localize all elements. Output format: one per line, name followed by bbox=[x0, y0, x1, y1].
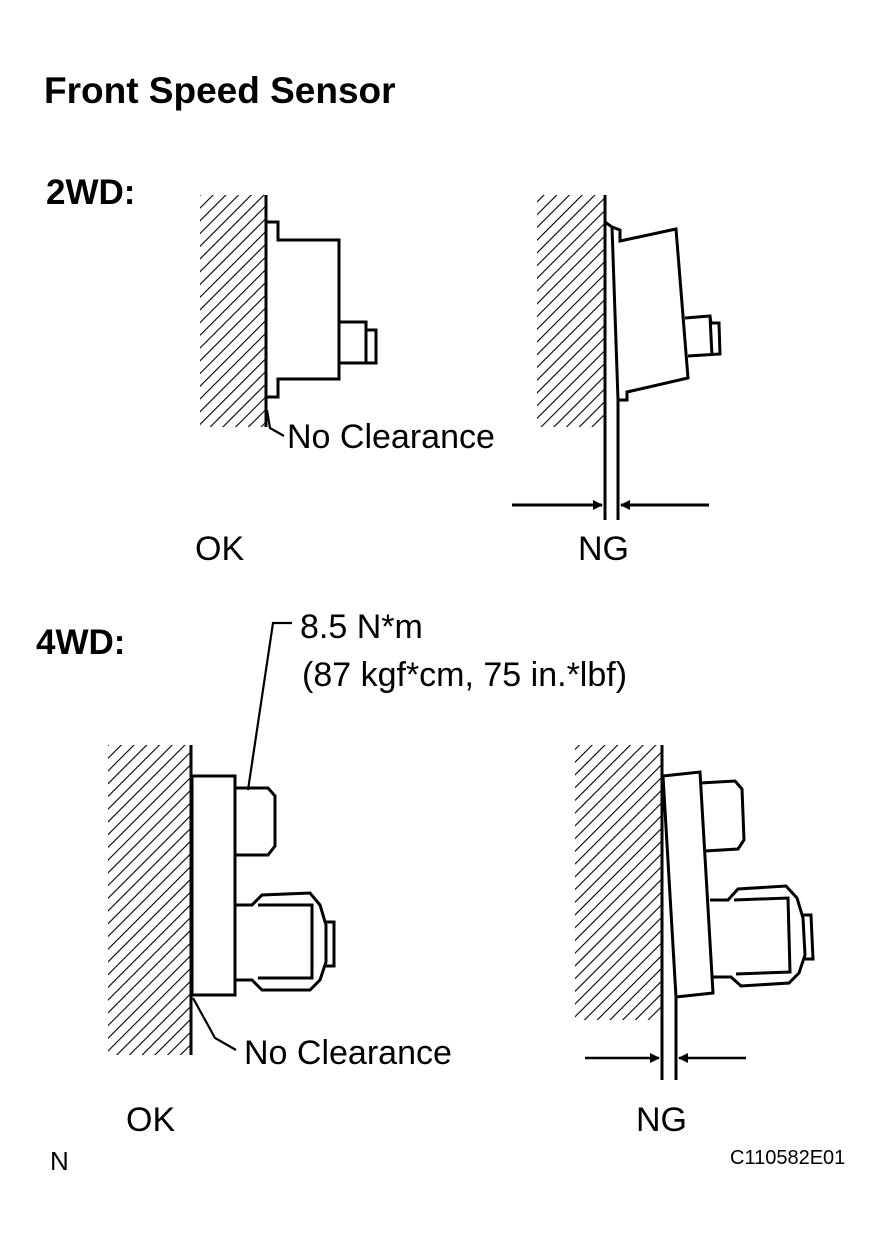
ng-label-4wd: NG bbox=[636, 1101, 687, 1139]
fourwd-ok-figure bbox=[108, 621, 336, 1055]
corner-mark: N bbox=[50, 1146, 69, 1176]
torque-spec-primary: 8.5 N*m bbox=[300, 608, 423, 646]
speed-sensor-flange bbox=[190, 774, 237, 997]
mounting-surface-hatch bbox=[575, 745, 661, 1020]
no-clearance-callout-2wd: No Clearance bbox=[287, 418, 495, 456]
twowd-ok-figure bbox=[200, 195, 378, 437]
fourwd-ng-figure bbox=[575, 745, 815, 1080]
section-label-4wd: 4WD: bbox=[36, 623, 126, 662]
sensor-bolt-head bbox=[699, 779, 746, 853]
sensor-bolt-head bbox=[235, 786, 277, 857]
mounting-surface-hatch bbox=[108, 745, 190, 1055]
mounting-surface-hatch bbox=[200, 195, 265, 427]
ng-label-2wd: NG bbox=[578, 530, 629, 568]
speed-sensor-body bbox=[267, 220, 341, 399]
sensor-connector bbox=[684, 314, 722, 358]
ok-label-4wd: OK bbox=[126, 1101, 176, 1139]
torque-leader-line bbox=[246, 621, 292, 791]
sensor-connector bbox=[710, 884, 815, 988]
section-label-2wd: 2WD: bbox=[46, 173, 136, 212]
mounting-surface-hatch bbox=[537, 195, 604, 427]
clearance-leader-line bbox=[265, 409, 285, 437]
page-title: Front Speed Sensor bbox=[44, 70, 396, 111]
figure-code: C110582E01 bbox=[730, 1147, 846, 1169]
tilted-speed-sensor-flange bbox=[661, 770, 715, 1080]
twowd-ng-figure bbox=[512, 195, 722, 520]
tilted-speed-sensor-body bbox=[604, 220, 690, 520]
sensor-connector bbox=[235, 891, 336, 992]
sensor-connector bbox=[339, 320, 378, 365]
no-clearance-callout-4wd: No Clearance bbox=[244, 1034, 452, 1072]
clearance-leader-line bbox=[192, 997, 237, 1051]
torque-spec-conversion: (87 kgf*cm, 75 in.*lbf) bbox=[302, 656, 628, 694]
ok-label-2wd: OK bbox=[195, 530, 245, 568]
